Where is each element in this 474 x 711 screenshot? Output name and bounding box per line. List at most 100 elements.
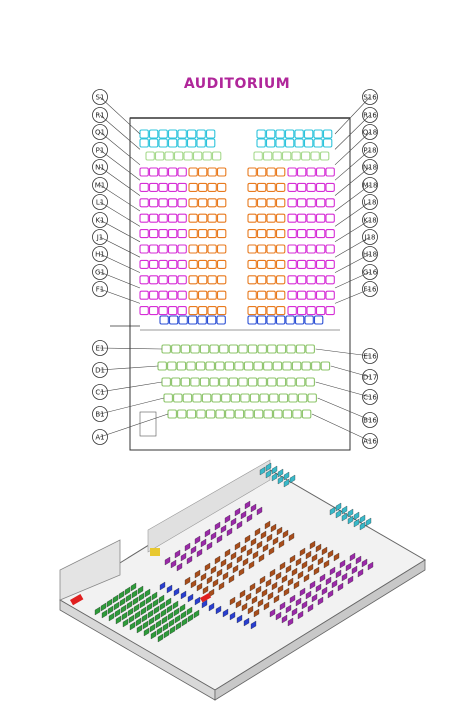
iso-back-wall [147,459,271,553]
iso-seat-purple [216,534,223,544]
seat-row-magenta [177,275,187,285]
seat-row-green [186,409,197,419]
iso-seat-brown [305,550,312,560]
row-label-left: N1 [95,164,105,172]
seat-row-magenta [325,244,335,254]
iso-left-wall [59,539,121,601]
iso-seat-brown [230,551,237,561]
iso-seat-green [187,613,194,623]
seat-row-orange [188,290,198,300]
iso-seat-cyan [341,505,348,515]
seat-row-magenta [315,182,326,192]
seat-row-green [190,344,200,354]
row-label-right: P18 [363,147,376,155]
seat-row-green [180,344,191,354]
iso-seat-purple [190,545,197,555]
iso-seat-brown [317,556,324,566]
iso-seat-purple [285,604,292,614]
seat-row-q [253,151,263,161]
iso-seat-brown [239,589,246,599]
row-label-left: S1 [96,94,105,102]
row-label-left: F1 [96,286,104,294]
seat-row-r [284,138,295,148]
iso-seat-green [114,608,121,618]
seat-row-magenta [158,229,168,239]
seat-row-magenta [306,259,316,269]
iso-seat-green [133,603,140,613]
seat-row-r [294,138,304,148]
iso-seat-green [186,606,193,616]
seat-row-magenta [306,275,316,285]
iso-seat-green [161,615,168,625]
seat-row-magenta [139,229,149,239]
iso-seat-green [149,623,156,633]
iso-seat-blue [250,620,257,630]
iso-seat-purple [206,541,213,551]
iso-seat-cyan [359,521,366,531]
seat-row-orange [216,229,227,239]
seat-row-orange [188,213,198,223]
seat-row-green [311,361,321,371]
iso-seat-blue [208,602,215,612]
seat-row-magenta [296,229,307,239]
seat-row-magenta [325,167,335,177]
iso-seat-purple [220,524,227,534]
iso-seat-green [115,615,122,625]
seat-row-orange [197,229,208,239]
iso-seat-brown [246,547,253,557]
seat-row-green [211,393,221,403]
seat-row-q [319,151,330,161]
row-label-left: L1 [96,199,104,207]
seat-row-magenta [315,275,326,285]
iso-seat-purple [281,614,288,624]
iso-seat-brown [232,564,239,574]
iso-seat-green [155,619,162,629]
iso-seat-brown [194,569,201,579]
iso-seat-brown [229,596,236,606]
seat-row-green [234,409,245,419]
iso-seat-cyan [289,474,296,484]
seat-row-orange [216,290,227,300]
seat-row-q [145,151,155,161]
seat-row-s [265,129,276,139]
seat-row-q [192,151,203,161]
iso-seat-purple [230,517,237,527]
iso-seat-blue [243,617,250,627]
iso-seat-cyan [365,517,372,527]
seat-row-r [256,138,266,148]
seat-row-orange [216,198,227,208]
seat-row-magenta [306,167,316,177]
seat-row-green [195,361,206,371]
iso-seat-green [120,604,127,614]
row-label-right: H18 [363,251,377,259]
iso-seat-green [173,607,180,617]
iso-seat-green [165,597,172,607]
iso-seat-green [151,591,158,601]
seat-row-green [219,377,229,387]
seat-row-magenta [167,306,178,316]
row-label-right: R16 [363,112,377,120]
iso-seat-purple [214,521,221,531]
iso-seat-cyan [271,472,278,482]
row-label-left-leader [99,166,141,196]
seat-row-orange [275,306,286,316]
seat-row-magenta [315,244,326,254]
iso-seat-purple [299,587,306,597]
iso-seat-brown [254,527,261,537]
iso-seat-brown [260,530,267,540]
row-label-left-leader [99,114,141,150]
seat-row-green [278,393,289,403]
seat-row-f [247,315,257,325]
iso-seat-green [174,614,181,624]
iso-seat-purple [186,555,193,565]
iso-seat-purple [236,520,243,530]
row-label-left: A1 [95,434,104,442]
row-label-right-leader [334,236,371,258]
row-label-right: M18 [363,182,378,190]
iso-seat-purple [355,555,362,565]
iso-seat-purple [295,597,302,607]
seat-row-r [322,138,333,148]
seat-row-orange [275,198,286,208]
row-label-right: L18 [364,199,377,207]
iso-seat-brown [273,594,280,604]
